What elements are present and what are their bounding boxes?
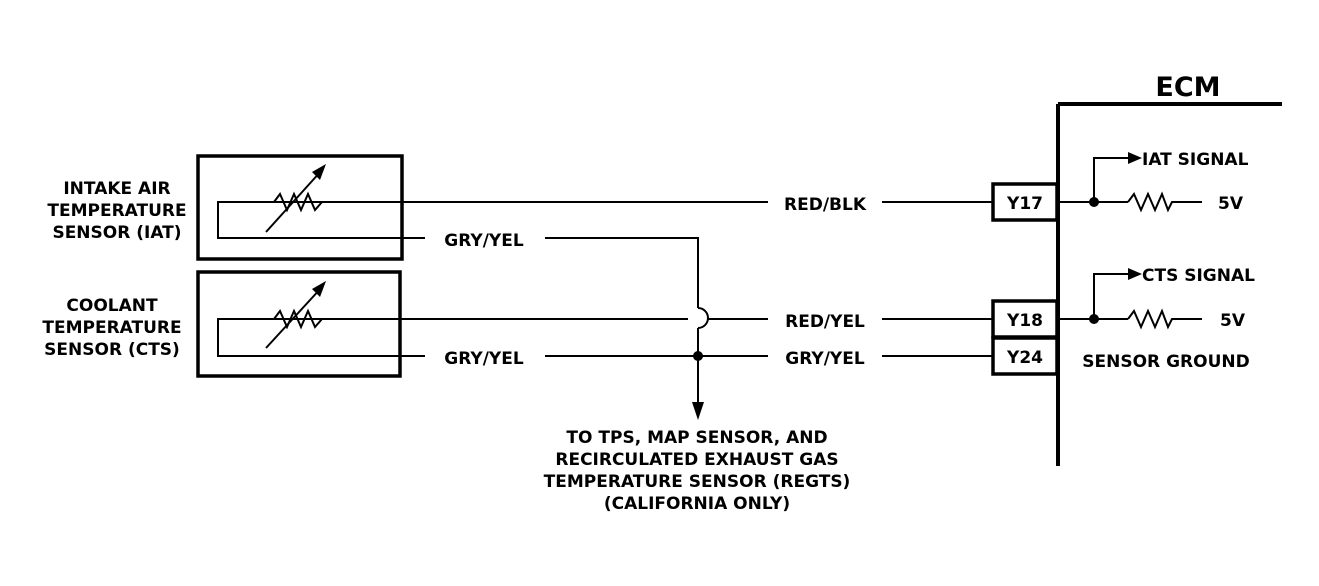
ecm-iat-5v-label: 5V — [1218, 194, 1244, 214]
ecm-iat-signal-label: IAT SIGNAL — [1142, 150, 1249, 170]
cts-pullup-resistor — [1127, 308, 1202, 330]
ecm-iat-circuit — [1058, 152, 1202, 213]
cts-sensor-box — [196, 270, 425, 378]
ecm-cts-5v-label: 5V — [1220, 311, 1246, 331]
wire-label-iat-gry-yel: GRY/YEL — [444, 231, 524, 251]
pin-y17 — [991, 182, 1059, 222]
iat-thermistor-arrow — [265, 169, 323, 233]
iat-sensor-label-1: INTAKE AIR — [63, 179, 170, 199]
wire-cts-ground — [545, 351, 993, 361]
wire-label-cts-gry-yel-left: GRY/YEL — [444, 349, 524, 369]
cts-sensor-label-1: COOLANT — [66, 296, 158, 316]
wire-label-red-yel: RED/YEL — [785, 312, 865, 332]
wire-iat-ground — [545, 237, 709, 420]
iat-sensor-label-2: TEMPERATURE — [47, 201, 186, 221]
iat-arrow-head — [312, 164, 326, 180]
splice-dot — [693, 351, 703, 361]
pin-y18-label: Y18 — [1006, 311, 1043, 331]
pin-y17-label: Y17 — [1006, 194, 1043, 214]
iat-sensor-box — [196, 154, 425, 261]
ecm-housing — [1056, 102, 1282, 466]
iat-pullup-resistor — [1127, 191, 1202, 213]
note-line-4: (CALIFORNIA ONLY) — [604, 494, 790, 514]
pin-y24 — [991, 336, 1059, 376]
iat-sensor-label-3: SENSOR (IAT) — [52, 223, 181, 243]
wire-label-cts-gry-yel-right: GRY/YEL — [785, 349, 865, 369]
ecm-title: ECM — [1155, 72, 1220, 103]
cts-arrow-head — [312, 281, 326, 297]
note-line-2: RECIRCULATED EXHAUST GAS — [555, 450, 838, 470]
ecm-cts-signal-label: CTS SIGNAL — [1142, 266, 1255, 286]
note-line-1: TO TPS, MAP SENSOR, AND — [566, 428, 827, 448]
cts-thermistor-arrow — [265, 286, 323, 349]
ecm-cts-circuit — [1058, 268, 1202, 330]
iat-thermistor — [273, 191, 338, 213]
note-line-3: TEMPERATURE SENSOR (REGTS) — [544, 472, 851, 492]
ground-down-arrow — [692, 402, 704, 420]
wire-label-red-blk: RED/BLK — [784, 195, 867, 215]
cts-thermistor — [273, 308, 338, 330]
cts-sensor-label-3: SENSOR (CTS) — [44, 340, 180, 360]
ecm-sensor-ground-label: SENSOR GROUND — [1082, 352, 1249, 372]
pin-y24-label: Y24 — [1006, 348, 1043, 368]
cts-sensor-label-2: TEMPERATURE — [42, 318, 181, 338]
